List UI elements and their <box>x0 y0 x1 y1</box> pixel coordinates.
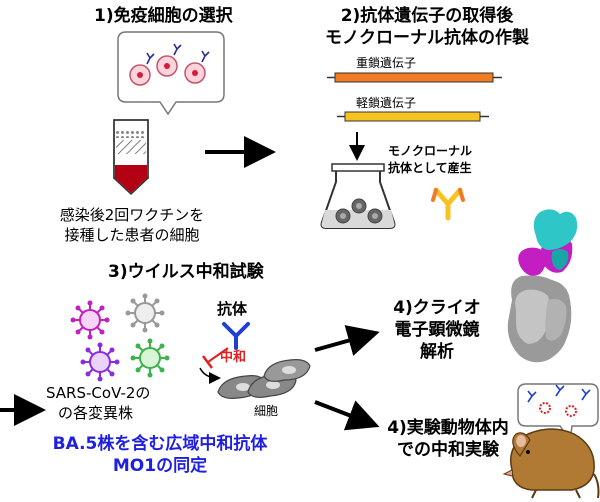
neutralize-label: 中和 <box>220 350 247 365</box>
step2-title-line1: 2)抗体遺伝子の取得後 <box>340 6 514 26</box>
result-line1: BA.5株を含む広域中和抗体 <box>52 434 268 454</box>
monoclonal-label-line1: モノクローナル <box>388 144 473 158</box>
antibody-label: 抗体 <box>217 300 248 318</box>
virus-variant-magenta <box>70 300 110 340</box>
immune-cell-3 <box>184 50 210 84</box>
step4b-title-line2: での中和実験 <box>397 440 499 460</box>
mouse-speech-bubble <box>517 383 599 442</box>
heavy-chain-gene-bar <box>327 72 502 83</box>
step4b-title-line1: 4)実験動物体内 <box>387 418 509 438</box>
virus-label-line2: の各変異株 <box>58 404 134 422</box>
step3-title: 3)ウイルス中和試験 <box>108 262 264 282</box>
patient-cells-label-line1: 感染後2回ワクチンを <box>59 206 205 224</box>
inhibition-mark <box>202 347 229 369</box>
step4a-title-line3: 解析 <box>420 342 454 362</box>
host-cells <box>217 359 311 399</box>
virus-variant-green <box>130 338 170 378</box>
arrow-to-cryo-em <box>314 325 380 356</box>
step4a-title-line2: 電子顕微鏡 <box>394 320 480 340</box>
immune-cell-2 <box>156 43 182 77</box>
neutralizing-antibody-icon <box>222 322 250 350</box>
infection-arrow <box>199 367 221 384</box>
step2-title-line2: モノクローナル抗体の作製 <box>325 28 529 48</box>
result-line2: MO1の同定 <box>112 456 208 476</box>
monoclonal-label-line2: 抗体として産生 <box>388 161 472 175</box>
heavy-chain-gene-label: 重鎖遺伝子 <box>356 56 417 70</box>
light-chain-gene-bar <box>337 111 489 122</box>
spike-protein-structure <box>507 209 578 363</box>
culture-flask <box>320 163 396 229</box>
cell-label: 細胞 <box>254 404 279 418</box>
centrifuge-tube <box>113 119 149 196</box>
immune-cell-1 <box>129 52 155 86</box>
virus-variant-purple <box>80 342 120 382</box>
light-chain-gene-label: 軽鎖遺伝子 <box>356 96 417 110</box>
antibody-icon <box>431 187 465 221</box>
virus-label-line1: SARS-CoV-2の <box>46 384 151 402</box>
arrow-to-animal-test <box>314 400 380 431</box>
patient-cells-label-line2: 接種した患者の細胞 <box>64 226 200 244</box>
mouse-illustration <box>502 428 600 499</box>
step4a-title-line1: 4)クライオ <box>393 298 481 318</box>
virus-variant-gray <box>125 293 165 333</box>
step1-title: 1)免疫細胞の選択 <box>94 6 233 26</box>
